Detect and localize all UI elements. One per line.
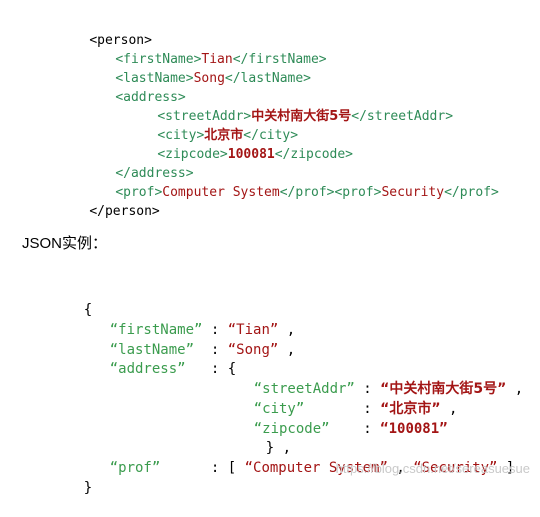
json-value: “中关村南大街5号” [380,381,507,397]
xml-tag: <person> [89,33,152,48]
xml-line-city: <city>北京市</city> [126,107,298,164]
json-punctuation: } , [265,440,292,456]
xml-line-firstname: <firstName>Tian</firstName> [84,31,327,88]
json-key: “prof” [109,460,161,476]
xml-value: 北京市 [204,128,244,143]
xml-tag: </city> [243,128,299,143]
xml-value: Computer System [162,185,280,200]
xml-tag: </lastName> [224,71,311,86]
xml-value: 100081 [227,147,275,162]
xml-line-person-open: <person> [58,12,152,69]
json-punctuation: : [202,322,228,338]
xml-tag: <prof> [115,185,163,200]
xml-line-address-close: </address> [84,145,194,202]
json-key: “lastName” [109,342,195,358]
json-punctuation: : [194,342,228,358]
xml-tag: </prof> [279,185,335,200]
xml-tag: </address> [115,166,194,181]
json-key: “zipcode” [253,421,330,437]
json-punctuation: , [506,381,524,397]
json-key: “city” [253,401,305,417]
json-punctuation: ] [497,460,515,476]
xml-tag: </prof> [444,185,499,200]
section-heading: JSON实例： [22,235,108,252]
json-line-lastname: “lastName” : “Song” , [76,322,295,379]
xml-tag: <lastName> [115,71,194,86]
xml-tag: <streetAddr> [157,109,252,124]
json-value: “Security” [413,460,498,476]
xml-line-prof: <prof>Computer System</prof><prof>Securi… [84,164,499,221]
xml-tag: </zipcode> [274,147,354,162]
xml-tag: </person> [89,204,160,219]
json-punctuation: } [83,480,93,496]
json-line-address: “address” : { [76,341,236,398]
json-line-brace-close: } [50,460,92,517]
json-value: “北京市” [380,401,441,417]
json-line-address-close: } , [232,420,291,477]
xml-tag: </firstName> [232,52,327,67]
xml-value: Song [193,71,225,86]
xml-tag: <zipcode> [157,147,228,162]
json-punctuation: : [ [160,460,245,476]
json-line-prof: “prof” : [ “Computer System” , “Security… [76,440,515,497]
json-line-brace-open: { [50,282,92,339]
xml-value: 中关村南大街5号 [251,109,352,124]
xml-tag: </streetAddr> [351,109,454,124]
json-punctuation: { [83,302,93,318]
json-line-city: “city” : “北京市” , [220,381,458,438]
json-value: “100081” [380,421,448,437]
json-line-zipcode: “zipcode” : “100081” [220,401,448,458]
json-line-streetaddr: “streetAddr” : “中关村南大街5号” , [220,361,523,418]
xml-tag: <prof> [334,185,382,200]
xml-tag: <firstName> [115,52,202,67]
xml-line-streetaddr: <streetAddr>中关村南大街5号</streetAddr> [126,88,453,145]
json-punctuation: : { [185,361,237,377]
json-value: “Song” [227,342,279,358]
json-key: “firstName” [109,322,203,338]
xml-line-zipcode: <zipcode>100081</zipcode> [126,126,353,183]
json-punctuation: : [354,381,381,397]
xml-line-lastname: <lastName>Song</lastName> [84,50,311,107]
xml-line-address-open: <address> [84,69,186,126]
json-punctuation: , [440,401,458,417]
json-line-firstname: “firstName” : “Tian” , [76,302,295,359]
json-punctuation: , [278,342,296,358]
xml-tag: <address> [115,90,186,105]
json-key: “address” [109,361,186,377]
xml-value: Tian [201,52,233,67]
watermark-url: https://blog.csdn.net/sereasuesue [335,461,530,476]
json-value: “Computer System” [244,460,388,476]
json-punctuation: : [304,401,381,417]
xml-value: Security [381,185,445,200]
json-punctuation: , [387,460,414,476]
json-value: “Tian” [227,322,279,338]
json-key: “streetAddr” [253,381,355,397]
xml-tag: <city> [157,128,205,143]
xml-line-person-close: </person> [58,183,160,240]
json-punctuation: , [278,322,296,338]
json-punctuation: : [329,421,381,437]
